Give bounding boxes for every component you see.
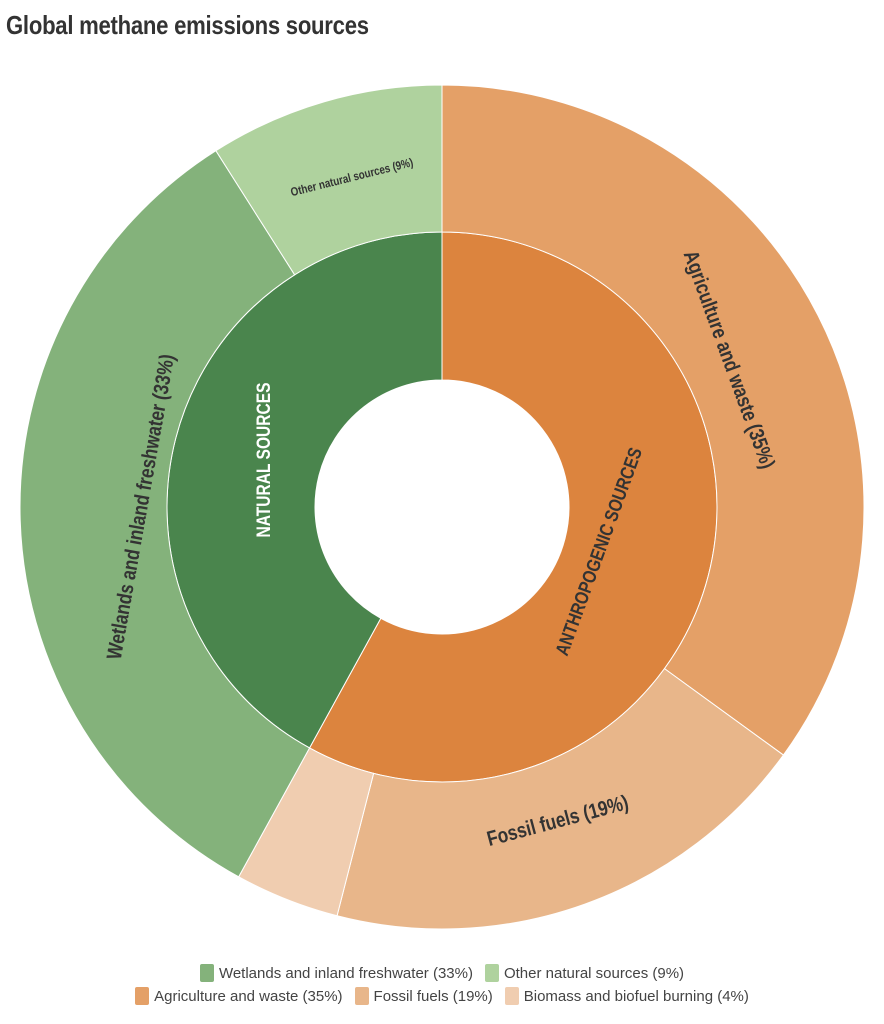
legend-item-agriculture-and-waste-35: Agriculture and waste (35%) xyxy=(135,987,343,1005)
legend-swatch xyxy=(135,987,150,1005)
legend-item-wetlands-and-inland-freshwater-33: Wetlands and inland freshwater (33%) xyxy=(199,964,473,982)
slice-label-natural-sources: NATURAL SOURCES xyxy=(253,382,275,537)
legend-swatch xyxy=(484,964,499,982)
legend-label: Wetlands and inland freshwater (33%) xyxy=(218,964,473,982)
legend-item-other-natural-sources-9: Other natural sources (9%) xyxy=(484,964,685,982)
legend-row: Agriculture and waste (35%) Fossil fuels … xyxy=(0,987,884,1005)
chart-title: Global methane emissions sources xyxy=(6,10,369,40)
legend-item-fossil-fuels-19: Fossil fuels (19%) xyxy=(354,987,493,1005)
legend-item-biomass-and-biofuel-burning-4: Biomass and biofuel burning (4%) xyxy=(504,987,749,1005)
legend-label: Fossil fuels (19%) xyxy=(373,987,493,1005)
legend-label: Other natural sources (9%) xyxy=(503,964,685,982)
outer-slice-agriculture-and-waste[interactable] xyxy=(441,84,865,756)
outer-slice-wetlands-and-inland-freshwater[interactable] xyxy=(19,150,311,878)
legend-swatch xyxy=(199,964,214,982)
outer-slice-other-natural-sources[interactable] xyxy=(215,84,443,276)
legend-swatch xyxy=(354,987,369,1005)
legend: Wetlands and inland freshwater (33%) Othe… xyxy=(0,964,884,1010)
legend-swatch xyxy=(504,987,519,1005)
legend-row: Wetlands and inland freshwater (33%) Othe… xyxy=(0,964,884,982)
legend-label: Agriculture and waste (35%) xyxy=(154,987,343,1005)
outer-slice-fossil-fuels[interactable] xyxy=(336,667,785,930)
legend-label: Biomass and biofuel burning (4%) xyxy=(523,987,749,1005)
